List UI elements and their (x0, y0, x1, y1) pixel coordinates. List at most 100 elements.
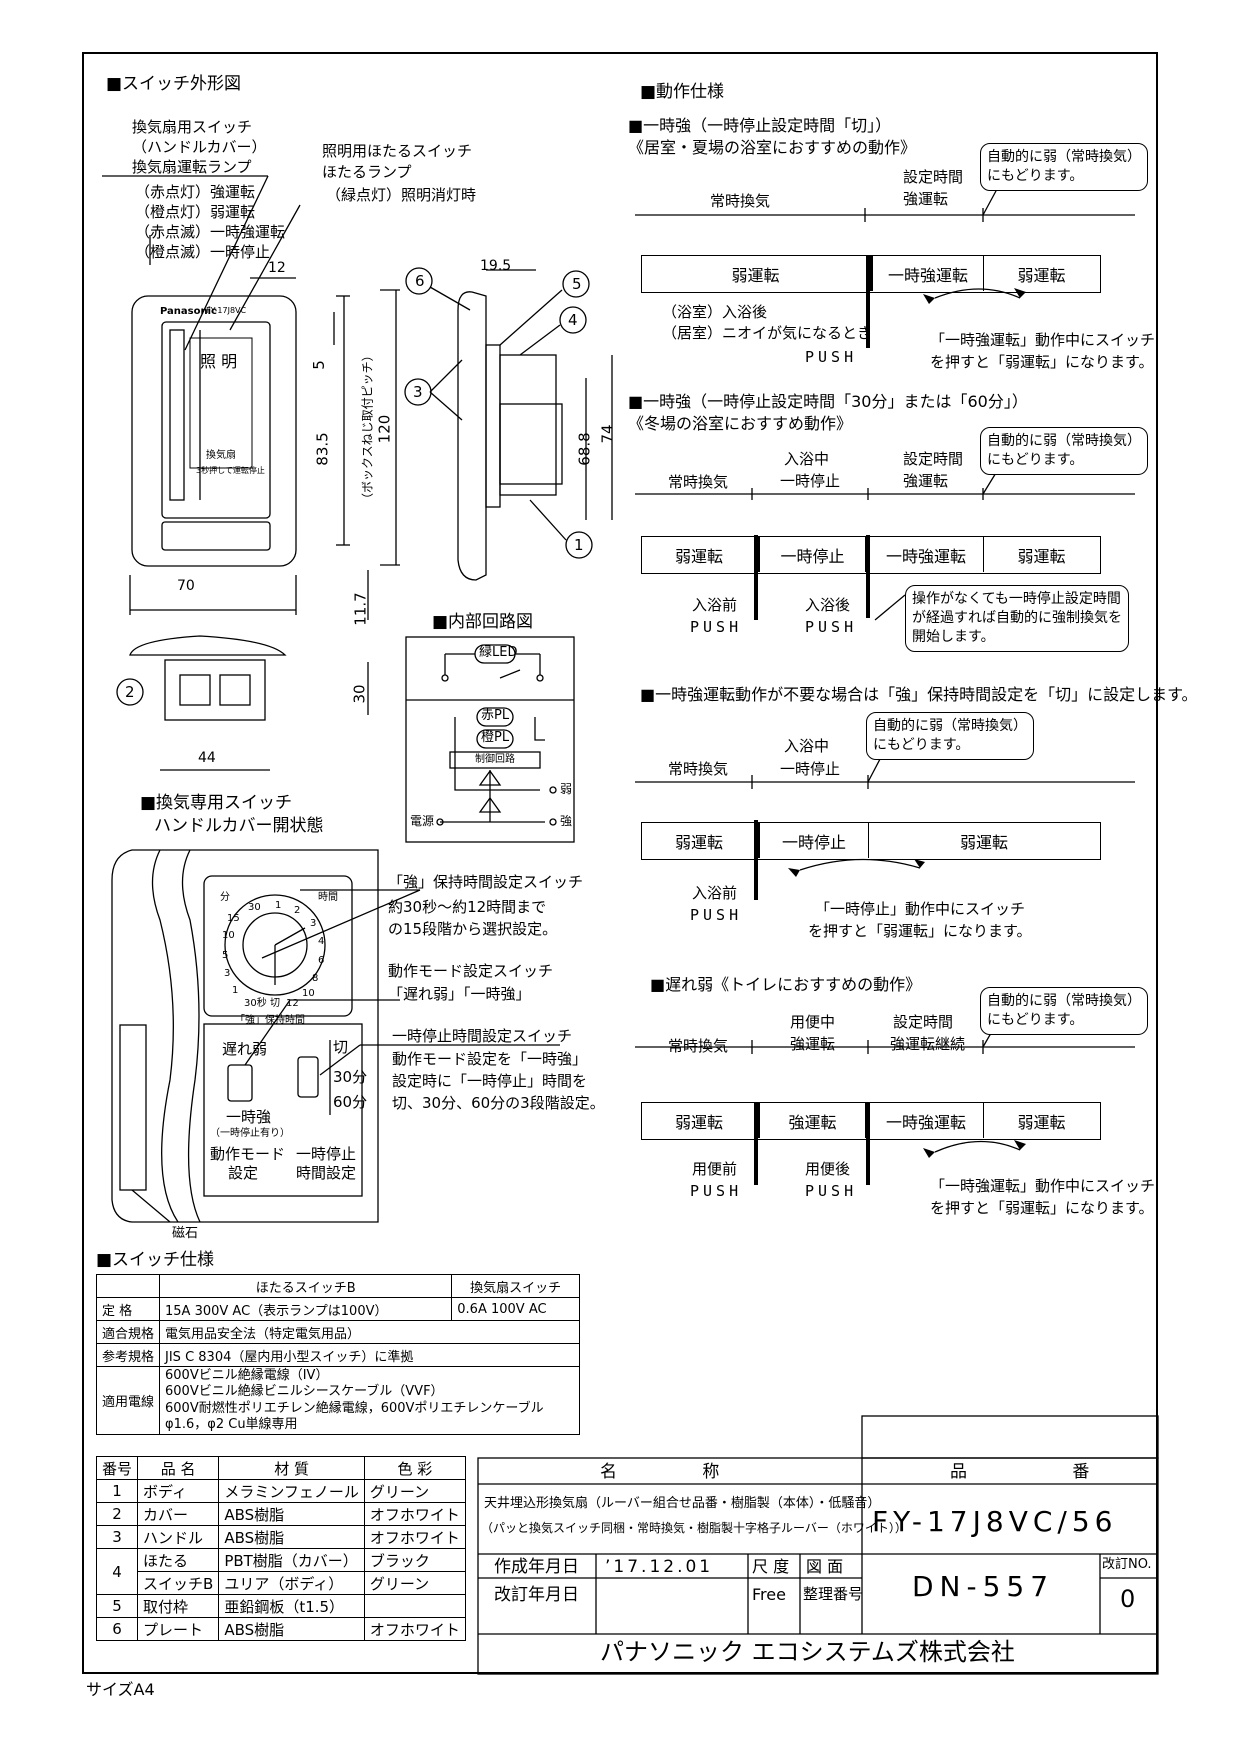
op3-title: ■一時強運転動作が不要な場合は「強」保持時間設定を「切」に設定します。 (640, 685, 1198, 704)
dial-hour-label: 時間 (318, 892, 338, 903)
section-switch-outline: ■スイッチ外形図 (106, 74, 242, 94)
spec-wire-4: φ1.6，φ2 Cu単線専用 (165, 1416, 298, 1432)
circuit-weak: 弱 (560, 782, 573, 796)
svg-text:6: 6 (415, 272, 425, 290)
lamp-state-3: （赤点滅）一時強運転 (135, 223, 286, 241)
table-row: 6 プレート ABS樹脂 オフホワイト (95, 1617, 466, 1641)
parts-hdr-material: 材 質 (218, 1456, 365, 1480)
op3-note-2: を押すと「弱運転」になります。 (808, 922, 1032, 940)
desc-stop-2: 設定時に「一時停止」時間を (392, 1072, 588, 1090)
label-light-switch: 照明用ほたるスイッチ (322, 142, 473, 160)
op2-note-bubble: 操作がなくても一時停止設定時間 が経過すれば自動的に強制換気を 開始します。 (905, 585, 1129, 652)
spec-wire-2: 600Vビニル絶縁ビニルシースケーブル（VVF） (165, 1384, 444, 1400)
op4-bubble-line2: にもどります。 (987, 1011, 1084, 1028)
svg-text:19.5: 19.5 (480, 258, 511, 274)
dial-min-label: 分 (220, 892, 230, 903)
table-row: スイッチB ユリア（ボディ） グリーン (97, 1571, 466, 1595)
section-handle-open-2: ハンドルカバー開状態 (154, 816, 324, 836)
dial-left-1: 1 (232, 985, 239, 996)
title-company: パナソニック エコシステムズ株式会社 (600, 1638, 1015, 1666)
lamp-state-1: （赤点灯）強運転 (135, 183, 256, 201)
lamp-state-4: （橙点滅）一時停止 (135, 243, 271, 261)
svg-text:70: 70 (177, 578, 195, 594)
parts-hdr-color: 色 彩 (363, 1456, 466, 1480)
title-dn: DN-557 (912, 1570, 1055, 1603)
op2-bubble: 自動的に弱（常時換気） にもどります。 (980, 427, 1148, 475)
parts-cell: オフホワイト (363, 1525, 466, 1549)
op2-push-1: PUSH (690, 618, 743, 636)
stop-setting-2: 時間設定 (296, 1164, 357, 1182)
parts-table: 番号 品 名 材 質 色 彩 1 ボディ メラミンフェノール グリーン 2 カバ… (95, 1456, 466, 1641)
op1-bubble: 自動的に弱（常時換気） にもどります。 (980, 143, 1148, 191)
op3-push: PUSH (690, 906, 743, 924)
parts-cell: ボディ (137, 1479, 220, 1503)
op2-bar-stop: 一時停止 (756, 537, 869, 572)
op1-bar-weak-1: 弱運転 (731, 265, 780, 285)
spec-rating-fan: 0.6A 100V AC (451, 1297, 580, 1321)
title-rev-val: 0 (1120, 1585, 1136, 1613)
table-row: 1 ボディ メラミンフェノール グリーン (95, 1479, 466, 1503)
switch-spec-table: ほたるスイッチB 換気扇スイッチ 定 格 15A 300V AC（表示ランプは1… (95, 1274, 580, 1435)
circuit-led: 緑LED (479, 645, 518, 660)
spec-wire-cell: 600Vビニル絶縁電線（IV） 600Vビニル絶縁ビニルシースケーブル（VVF）… (159, 1366, 580, 1435)
op2-note-2: が経過すれば自動的に強制換気を (912, 609, 1122, 626)
op3-label-constant: 常時換気 (668, 760, 729, 778)
lamp-state-2: （橙点灯）弱運転 (135, 203, 256, 221)
spec-standard-val: 電気用品安全法（特定電気用品） (159, 1320, 580, 1344)
spec-row-rating: 定 格 (95, 1297, 161, 1321)
desc-mode-1: 「遅れ弱」「一時強」 (388, 985, 531, 1003)
label-green-lamp: （緑点灯）照明消灯時 (326, 186, 477, 204)
panel-text-2: 3秒押して運転停止 (196, 466, 265, 475)
desc-hold-2: の15段階から選択設定。 (388, 920, 558, 938)
desc-stop-title: 一時停止時間設定スイッチ (392, 1027, 573, 1045)
circuit-strong: 強 (560, 814, 573, 828)
op1-title: ■一時強（一時停止設定時間「切」） (628, 116, 892, 135)
stop-opt-off: 切 (333, 1038, 349, 1056)
title-number-hdr: 品 番 (950, 1462, 1140, 1482)
spec-row-standard: 適合規格 (95, 1320, 161, 1344)
dial-top-2: 2 (294, 905, 301, 916)
magnet-label: 磁石 (172, 1226, 199, 1241)
op4-title: ■遅れ弱《トイレにおすすめの動作》 (650, 975, 922, 994)
op2-push-2: PUSH (805, 618, 858, 636)
parts-cell: ユリア（ボディ） (218, 1571, 365, 1595)
label-fan-lamp: 換気扇運転ランプ (132, 158, 252, 176)
dial-top-1: 1 (275, 900, 282, 911)
op4-note-2: を押すと「弱運転」になります。 (930, 1199, 1154, 1217)
desc-hold-title: 「強」保持時間設定スイッチ (388, 873, 584, 891)
title-name-hdr: 名 称 (600, 1462, 760, 1482)
spec-wire-3: 600V耐燃性ポリエチレン絶縁電線，600Vポリエチレンケーブル (165, 1400, 544, 1416)
op4-bubble: 自動的に弱（常時換気） にもどります。 (980, 987, 1148, 1035)
op1-note-1: 「一時強運転」動作中にスイッチ (930, 331, 1156, 349)
op1-below-2: （居室）ニオイが気になるとき (662, 324, 873, 342)
svg-text:12: 12 (268, 260, 286, 276)
section-operation: ■動作仕様 (640, 82, 725, 102)
op1-bar-temp-strong: 一時強運転 (869, 256, 984, 291)
op2-bar-temp-strong: 一時強運転 (869, 537, 984, 572)
svg-text:44: 44 (198, 750, 216, 766)
label-fan-switch: 換気扇用スイッチ (132, 118, 253, 136)
parts-cell: カバー (137, 1502, 220, 1526)
mode-temp-strong: 一時強 (226, 1108, 272, 1126)
dial-off: 切 (270, 998, 280, 1009)
dial-left-3: 3 (224, 968, 231, 979)
dial-right-3: 3 (310, 918, 317, 929)
table-row: 2 カバー ABS樹脂 オフホワイト (95, 1502, 466, 1526)
parts-cell: オフホワイト (363, 1502, 466, 1526)
op3-bar: 弱運転 一時停止 弱運転 (641, 822, 1101, 860)
op1-push: PUSH (805, 348, 858, 366)
op3-bar-weak-2: 弱運転 (959, 832, 1008, 852)
spec-row-ref: 参考規格 (95, 1343, 161, 1367)
mode-setting-1: 動作モード (210, 1145, 286, 1163)
parts-cell: 亜鉛鋼板（t1.5） (218, 1594, 365, 1618)
op1-label-set-2: 強運転 (903, 190, 949, 208)
parts-cell: スイッチB (137, 1571, 220, 1595)
op4-push-1: PUSH (690, 1182, 743, 1200)
spec-rating-hotaru: 15A 300V AC（表示ランプは100V） (159, 1297, 453, 1321)
parts-cell: グリーン (363, 1571, 466, 1595)
mode-delay-weak: 遅れ弱 (222, 1040, 268, 1058)
op1-label-set-1: 設定時間 (903, 168, 964, 186)
op3-label-bath-1: 入浴中 (784, 737, 830, 755)
